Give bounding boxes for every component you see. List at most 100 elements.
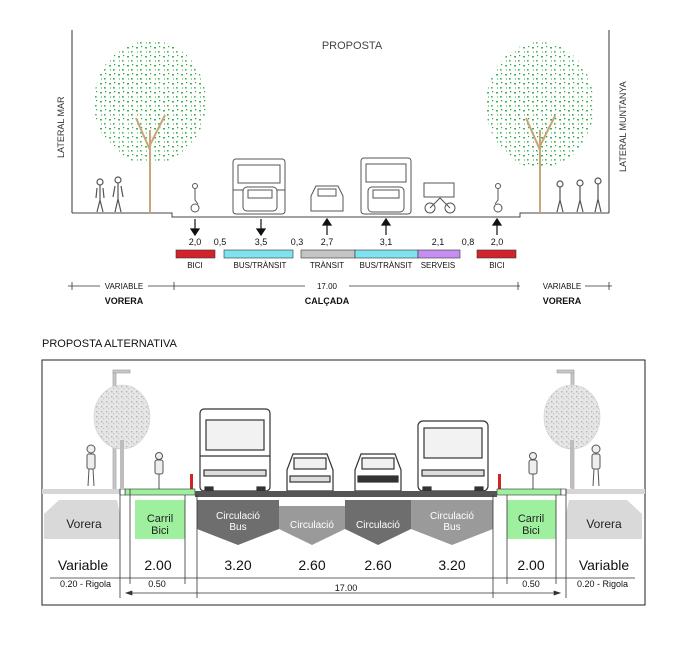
alt-sub-dims: 0.20 - Rigola 0.50 17.00 0.50 0.20 - Rig… (60, 579, 628, 593)
band-width: 2.60 (364, 557, 391, 573)
lane-width: 2,0 (189, 237, 202, 247)
tree-left (94, 40, 206, 213)
band-carril-bici-right (507, 500, 556, 539)
alternative-heading: PROPOSTA ALTERNATIVA (42, 338, 178, 350)
band-label-line1: Carril (147, 513, 173, 525)
lane-type: BUS/TRÀNSIT (360, 261, 413, 270)
lane-bar-transit (300, 249, 356, 259)
band-widths: Variable 2.00 3.20 2.60 2.60 3.20 2.00 V… (58, 557, 630, 573)
band-label: Circulació (290, 520, 334, 531)
cyclist-right (493, 183, 503, 213)
arrow-down-icon (255, 219, 267, 237)
arrow-up-icon (380, 217, 392, 235)
lane-width: 0,8 (462, 237, 475, 247)
cyclist-alt-left (154, 452, 164, 490)
dim-right-variable: VARIABLE (543, 282, 582, 291)
band-label: Circulació (356, 520, 400, 531)
proposta-title: PROPOSTA (322, 40, 383, 52)
top-section: PROPOSTA LATERAL MAR LATERAL MUNTANYA (56, 30, 628, 306)
lane-bar-bus-transit (354, 249, 419, 259)
arrow-up-icon (491, 217, 503, 235)
arrow-up-icon (321, 217, 333, 235)
dim-left-rigola: 0.20 - Rigola (60, 579, 111, 589)
lane-width: 0,5 (214, 237, 227, 247)
lane-type: SERVEIS (421, 261, 456, 270)
bollard-right (498, 474, 501, 490)
lane-width: 2,1 (432, 237, 445, 247)
band-circulacio-1 (279, 506, 345, 545)
lane-bar-bici (175, 249, 216, 259)
car-alt-1 (286, 453, 334, 492)
dim-left-buffer: 0.50 (148, 579, 166, 589)
band-shapes (44, 500, 642, 545)
car-center (310, 185, 344, 212)
lane-type: BICI (489, 261, 505, 270)
band-label-line1: Carril (518, 513, 544, 525)
top-dimension-line (68, 282, 612, 290)
cyclist-left (190, 183, 200, 213)
band-label-line2: Bus (443, 522, 460, 533)
lane-bar-bici (476, 249, 517, 259)
band-label-line2: Bus (229, 522, 246, 533)
band-carril-bici-left (135, 500, 185, 539)
bus-alt-left (199, 408, 271, 494)
lateral-muntanya-label: LATERAL MUNTANYA (618, 81, 628, 172)
band-width: Variable (58, 557, 109, 573)
arrow-down-icon (189, 219, 201, 237)
band-label-line2: Bici (522, 525, 540, 537)
band-label-line1: Circulació (430, 511, 474, 522)
alt-dimension-lines (50, 577, 635, 596)
pedestrian-left (86, 444, 96, 487)
lane-type: BUS/TRÀNSIT (234, 261, 287, 270)
band-bus-left (197, 500, 279, 545)
dim-left-variable: VARIABLE (105, 282, 144, 291)
cyclist-alt-right (528, 452, 538, 490)
lane-width: 2,7 (321, 237, 334, 247)
lane-width: 3,1 (380, 237, 393, 247)
car-alt-2 (354, 453, 402, 492)
car-right (367, 186, 405, 213)
car-left (242, 186, 278, 212)
band-vorera-left (44, 500, 120, 539)
band-vorera-right (566, 500, 642, 539)
lane-width: 2,0 (491, 237, 504, 247)
band-width: 2.60 (298, 557, 325, 573)
band-bus-right (411, 500, 493, 545)
lane-width: 0,3 (291, 237, 304, 247)
zone-calcada: CALÇADA (305, 296, 350, 306)
zone-vorera-left: VORERA (105, 296, 144, 306)
ground-strip (42, 488, 645, 497)
lane-width-labels: 2,0 0,5 3,5 0,3 2,7 3,1 2,1 0,8 2,0 (189, 237, 504, 247)
zone-vorera-right: VORERA (543, 296, 582, 306)
band-width: 3.20 (224, 557, 251, 573)
band-label-line1: Circulació (216, 511, 260, 522)
dim-center-total: 17.00 (317, 282, 338, 291)
tree-grey-right (543, 384, 601, 488)
band-width: 2.00 (144, 557, 171, 573)
dim-total: 17.00 (335, 583, 358, 593)
band-separators (119, 489, 567, 598)
lane-type: BICI (187, 261, 203, 270)
lane-bar-serveis (417, 249, 461, 259)
pedestrians-left (95, 176, 124, 213)
lateral-mar-label: LATERAL MAR (56, 96, 66, 158)
band-label: Vorera (586, 517, 622, 531)
band-width: 2.00 (517, 557, 544, 573)
band-labels: Vorera Carril Bici Circulació Bus Circul… (66, 511, 622, 537)
alternative-section: Vorera Carril Bici Circulació Bus Circul… (41, 359, 646, 606)
lane-width: 3,5 (255, 237, 268, 247)
lane-bars (175, 249, 517, 259)
lane-type-labels: BICI BUS/TRÀNSIT TRÀNSIT BUS/TRÀNSIT SER… (187, 261, 505, 270)
tree-right (486, 42, 594, 213)
direction-arrows (189, 217, 503, 237)
band-width: 3.20 (438, 557, 465, 573)
service-bikes (423, 182, 456, 214)
band-label: Vorera (66, 517, 102, 531)
dim-right-rigola: 0.20 - Rigola (577, 579, 628, 589)
band-width: Variable (579, 557, 630, 573)
bollard-left (190, 474, 193, 490)
band-circulacio-2 (345, 500, 411, 545)
pedestrians-right (556, 177, 602, 213)
lane-bar-bus-transit (223, 249, 294, 259)
